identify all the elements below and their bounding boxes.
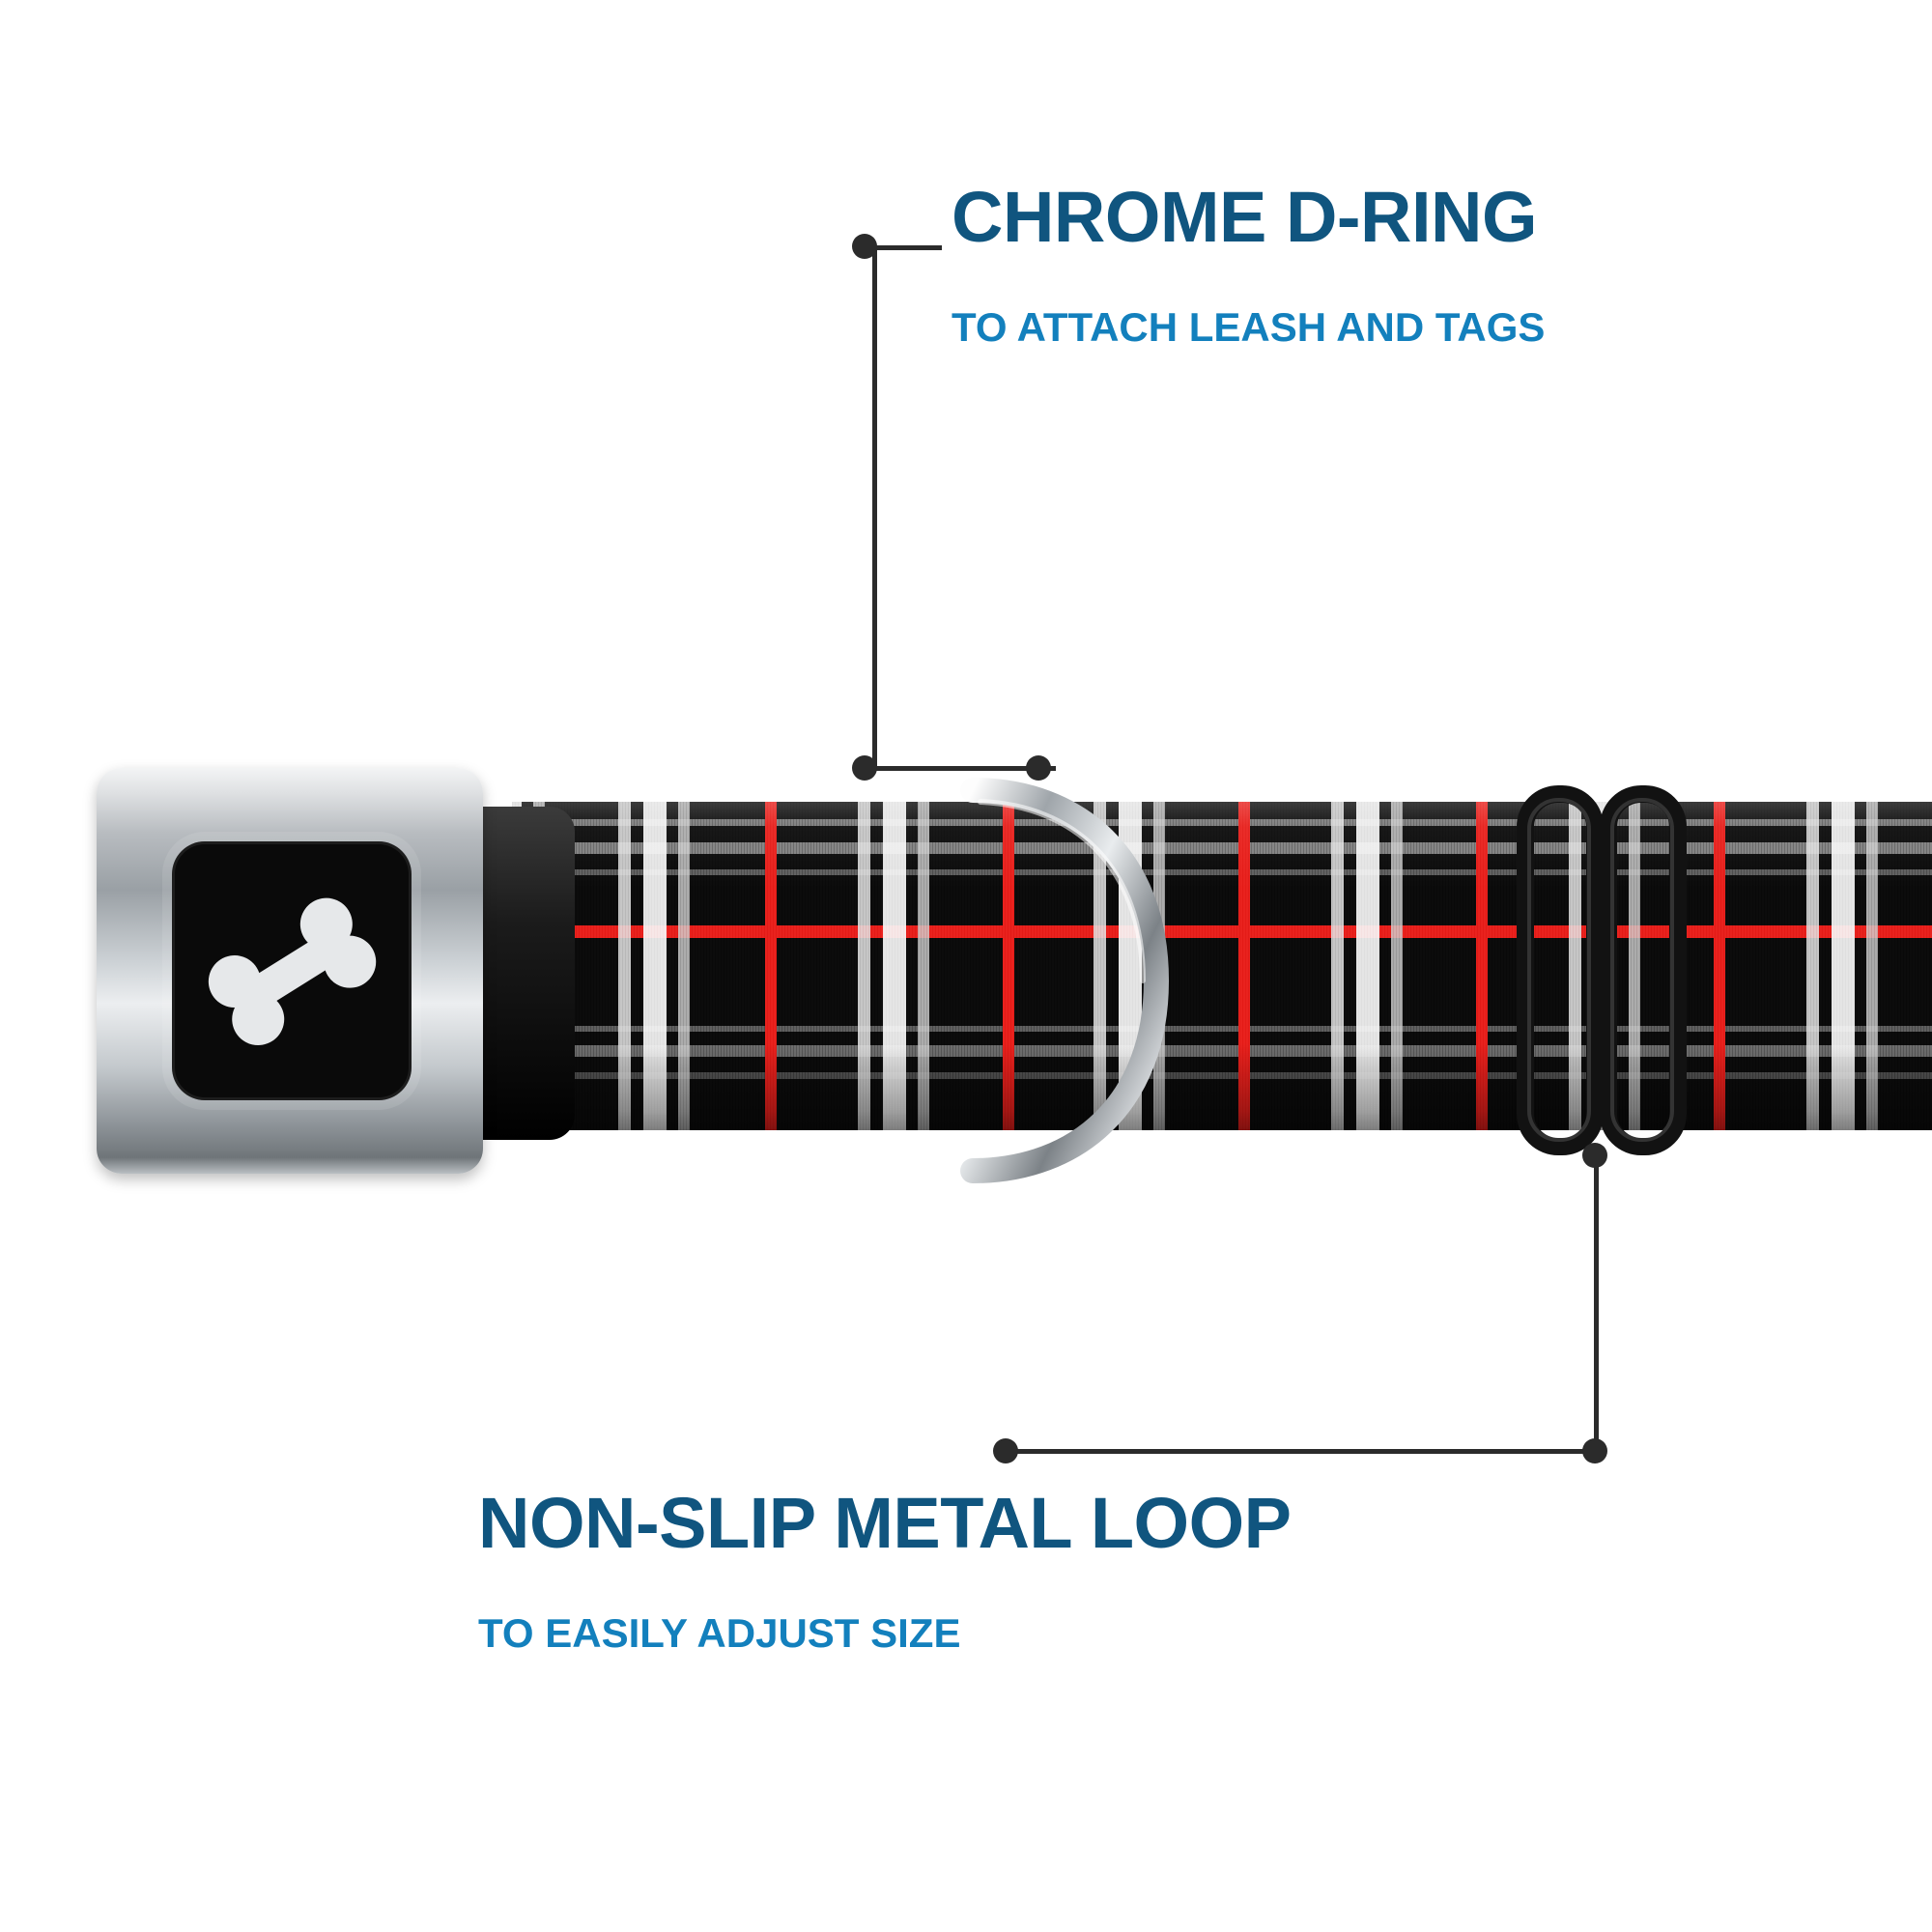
- plaid-vstripe-red: [1476, 802, 1488, 1130]
- plaid-vstripe-white: [1391, 802, 1403, 1130]
- plaid-vstripe-white: [678, 802, 690, 1130]
- callout-subtitle-chrome-d-ring: TO ATTACH LEASH AND TAGS: [952, 304, 1546, 350]
- leader-line-loop-vertical: [1594, 1154, 1599, 1454]
- plaid-vstripe-white: [1866, 802, 1878, 1130]
- plaid-vstripe-red: [1714, 802, 1725, 1130]
- plaid-stripe-white: [512, 819, 1932, 826]
- plaid-vstripe-white: [1629, 802, 1640, 1130]
- seatbelt-buckle: [97, 768, 575, 1174]
- plaid-vstripe-white: [1094, 802, 1106, 1130]
- collar-strap: [512, 802, 1932, 1130]
- leader-dot-d-ring-top: [852, 234, 877, 259]
- bone-icon: [208, 897, 377, 1046]
- non-slip-metal-loop: [1517, 785, 1687, 1155]
- plaid-stripe-white: [512, 1026, 1932, 1032]
- callout-title-chrome-d-ring: CHROME D-RING: [952, 177, 1538, 257]
- plaid-stripe-white: [512, 869, 1932, 875]
- leader-dot-loop-corner: [1582, 1438, 1607, 1463]
- callout-title-non-slip-metal-loop: NON-SLIP METAL LOOP: [478, 1483, 1292, 1563]
- leader-dot-loop-end: [993, 1438, 1018, 1463]
- strap-weave-texture: [512, 802, 1932, 1130]
- plaid-vstripe-red: [1003, 802, 1014, 1130]
- chrome-d-ring: [960, 778, 1170, 1183]
- plaid-vstripe-white: [1331, 802, 1344, 1130]
- plaid-vstripe-white: [1806, 802, 1819, 1130]
- leader-line-d-ring-bottom: [872, 766, 1056, 771]
- leader-dot-d-ring-target: [1026, 755, 1051, 781]
- leader-dot-loop-target: [1582, 1143, 1607, 1168]
- plaid-vstripe-white: [918, 802, 929, 1130]
- plaid-vstripe-red: [765, 802, 777, 1130]
- plaid-vstripe-white: [618, 802, 631, 1130]
- plaid-stripe-white: [512, 1072, 1932, 1079]
- plaid-vstripe-white: [1569, 802, 1581, 1130]
- plaid-vstripe-white: [858, 802, 870, 1130]
- plaid-vstripe-white: [1356, 802, 1379, 1130]
- plaid-vstripe-white: [1832, 802, 1855, 1130]
- plaid-vstripe-white: [643, 802, 667, 1130]
- plaid-vstripe-white: [883, 802, 906, 1130]
- leader-line-loop-horizontal: [1014, 1449, 1599, 1454]
- leader-line-d-ring-top: [874, 245, 942, 250]
- callout-subtitle-non-slip-metal-loop: TO EASILY ADJUST SIZE: [478, 1610, 961, 1656]
- plaid-vstripe-red: [1238, 802, 1250, 1130]
- leader-dot-d-ring-corner: [852, 755, 877, 781]
- leader-line-d-ring-vertical: [872, 247, 877, 769]
